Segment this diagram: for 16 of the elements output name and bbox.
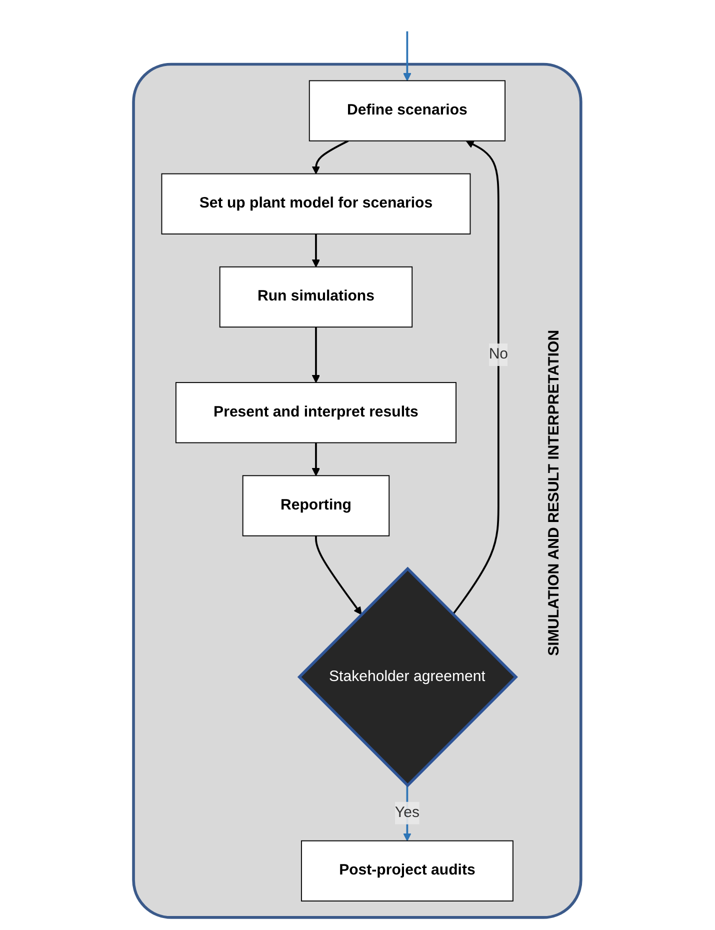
node-diamond: Stakeholder agreement [298, 566, 518, 788]
node-box: Run simulations [220, 266, 413, 328]
node-box: Set up plant model for scenarios [162, 173, 471, 234]
arrow [403, 31, 412, 82]
edge-label: Yes [395, 804, 420, 821]
node-box: Define scenarios [309, 80, 506, 142]
arrow [312, 442, 320, 476]
arrow [452, 140, 500, 616]
arrow [312, 327, 320, 383]
edge-label: No [489, 346, 508, 362]
node-box: Present and interpret results [176, 382, 457, 444]
arrow [312, 234, 320, 268]
arrow [312, 140, 349, 174]
node-box: Post-project audits [301, 840, 514, 902]
arrow [315, 536, 362, 615]
node-box: Reporting [242, 475, 390, 536]
